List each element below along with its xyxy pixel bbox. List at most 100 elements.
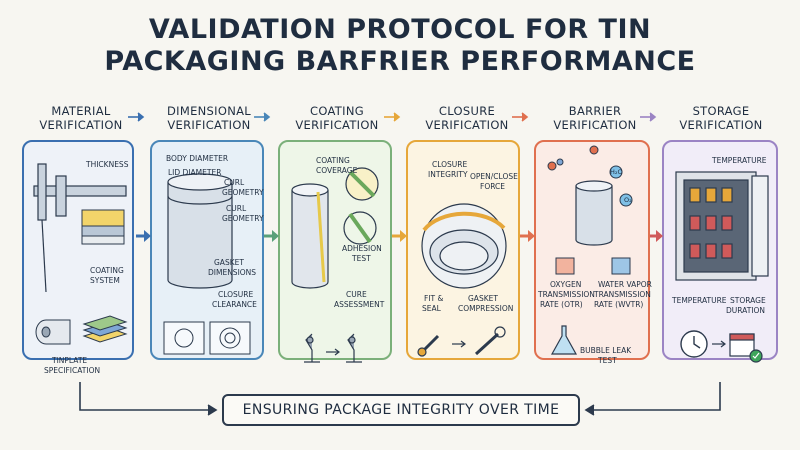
magnifier-detail-icon	[343, 167, 379, 245]
label-dimensions: DIMENSIONS	[208, 268, 257, 277]
label-geometry: GEOMETRY	[222, 214, 264, 223]
label-system: SYSTEM	[90, 276, 120, 285]
label-specification: SPECIFICATION	[44, 366, 101, 375]
flow-arrow-icon	[264, 230, 279, 242]
label-cure: CURE	[346, 290, 367, 299]
label-geometry: GEOMETRY	[222, 188, 264, 197]
label-seal: SEAL	[422, 304, 441, 313]
label-clearance: CLEARANCE	[212, 300, 257, 309]
label-tinplate: TINPLATE	[52, 356, 88, 365]
title-line-1: VALIDATION PROTOCOL FOR TIN	[148, 14, 652, 45]
label-integrity: INTEGRITY	[428, 170, 468, 179]
stage-heading-line: VERIFICATION	[679, 118, 763, 132]
stage-heading-line: VERIFICATION	[167, 118, 251, 132]
barrier-can-icon	[575, 180, 613, 246]
title-line-2: PACKAGING BARFRIER PERFORMANCE	[104, 46, 696, 77]
stage-heading-line: VERIFICATION	[425, 118, 509, 132]
label-coating: COATING	[90, 266, 124, 275]
storage-cabinet-icon	[675, 171, 769, 281]
label-curl: CURL	[224, 178, 245, 187]
label-h2o: H₂O	[610, 168, 623, 176]
flow-arrow-icon	[392, 230, 407, 242]
flow-arrow-icon	[136, 230, 151, 242]
label-adhesion: ADHESION	[342, 244, 382, 253]
label-force: FORCE	[480, 182, 506, 191]
label-transmission: TRANSMISSION	[594, 290, 651, 299]
header-arrow-icon	[512, 112, 529, 122]
stage-heading-material: MATERIAL VERIFICATION	[22, 104, 140, 132]
tinplate-roll-icon	[35, 319, 71, 345]
arrow-right-icon	[712, 340, 726, 348]
label-bubble-leak: BUBBLE LEAK	[580, 346, 632, 355]
label-rate-wvtr: RATE (WVTR)	[594, 300, 644, 309]
arrow-right-icon	[452, 340, 466, 348]
stage-heading-coating: COATING VERIFICATION	[278, 104, 396, 132]
label-rate-otr: RATE (OTR)	[540, 300, 583, 309]
header-arrow-icon	[254, 112, 271, 122]
label-open-close: OPEN/CLOSE	[470, 172, 518, 181]
label-closure: CLOSURE	[218, 290, 254, 299]
flow-arrow-icon	[650, 230, 663, 242]
label-gasket: GASKET	[214, 258, 244, 267]
label-assessment: ASSESSMENT	[334, 300, 385, 309]
stage-heading-line: DIMENSIONAL	[167, 104, 251, 118]
label-duration: DURATION	[726, 306, 766, 315]
stage-heading-line: VERIFICATION	[39, 118, 123, 132]
label-thickness: THICKNESS	[86, 160, 129, 169]
tin-can-icon	[167, 173, 233, 289]
microscope-icon	[304, 333, 362, 363]
otr-tester-icon	[555, 257, 575, 275]
stage-heading-closure: CLOSURE VERIFICATION	[408, 104, 526, 132]
wrench-icon	[474, 326, 506, 356]
label-lid-diameter: LID DIAMETER	[168, 168, 222, 177]
label-transmission: TRANSMISSION	[538, 290, 595, 299]
page-title: VALIDATION PROTOCOL FOR TIN PACKAGING BA…	[0, 14, 800, 78]
stage-heading-line: VERIFICATION	[295, 118, 379, 132]
panel-barrier	[534, 140, 650, 360]
stacked-sheets-icon	[82, 315, 128, 343]
label-closure: CLOSURE	[432, 160, 468, 169]
label-test: TEST	[352, 254, 371, 263]
label-temperature-top: TEMPERATURE	[712, 156, 767, 165]
closure-lid-icon	[421, 203, 507, 289]
arrow-right-icon	[326, 348, 340, 356]
label-gasket: GASKET	[468, 294, 498, 303]
stage-heading-line: MATERIAL	[51, 104, 111, 118]
label-compression: COMPRESSION	[458, 304, 514, 313]
footer-text: ENSURING PACKAGE INTEGRITY OVER TIME	[242, 402, 560, 418]
molecule-icon	[547, 145, 633, 207]
label-curl: CURL	[226, 204, 247, 213]
coated-can-icon	[291, 183, 329, 289]
stage-heading-line: COATING	[310, 104, 364, 118]
header-arrow-icon	[384, 112, 401, 122]
material-sheet-icon	[81, 209, 125, 245]
stage-heading-line: STORAGE	[692, 104, 750, 118]
label-test: TEST	[598, 356, 617, 365]
stage-heading-dimensional: DIMENSIONAL VERIFICATION	[150, 104, 268, 132]
label-body-diameter: BODY DIAMETER	[166, 154, 229, 163]
label-oxygen: OXYGEN	[550, 280, 582, 289]
label-coverage: COVERAGE	[316, 166, 358, 175]
header-arrow-icon	[128, 112, 145, 122]
caliper-icon	[33, 163, 127, 293]
wvtr-tester-icon	[611, 257, 631, 275]
label-water-vapor: WATER VAPOR	[598, 280, 652, 289]
clock-icon	[680, 330, 708, 358]
label-fit: FIT &	[424, 294, 444, 303]
blueprint-icon	[163, 321, 251, 355]
flask-icon	[550, 325, 578, 355]
flow-arrow-icon	[520, 230, 535, 242]
label-storage: STORAGE	[730, 296, 766, 305]
header-arrow-icon	[640, 112, 657, 122]
label-o2: O₂	[624, 196, 632, 204]
feedback-loop-arrow	[79, 382, 721, 416]
footer-banner: ENSURING PACKAGE INTEGRITY OVER TIME	[222, 394, 580, 426]
calendar-icon	[729, 333, 763, 363]
label-coating: COATING	[316, 156, 350, 165]
stage-heading-line: CLOSURE	[438, 104, 496, 118]
label-temperature-bottom: TEMPERATURE	[672, 296, 727, 305]
screwdriver-icon	[417, 334, 440, 357]
stage-heading-line: BARRIER	[568, 104, 622, 118]
stage-heading-line: VERIFICATION	[553, 118, 637, 132]
